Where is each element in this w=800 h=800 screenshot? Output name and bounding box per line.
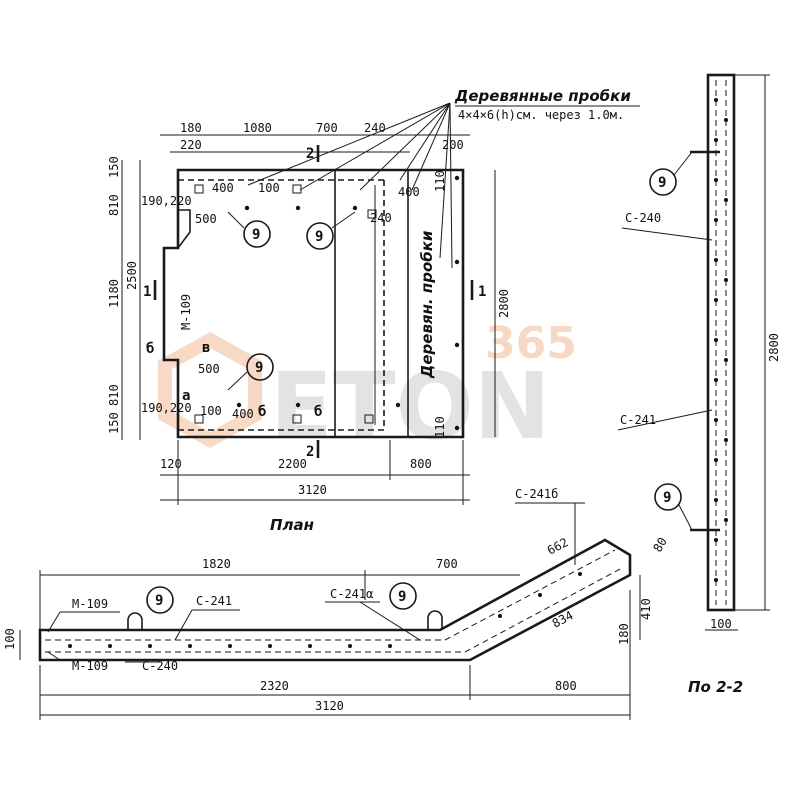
plan-view: 1 1 2 2 М-109 б в а б б Деревян. пробки …	[107, 121, 511, 534]
svg-text:180: 180	[617, 623, 631, 645]
section-m109-top: М-109	[72, 597, 108, 611]
svg-text:834: 834	[550, 608, 576, 631]
plan-plugs	[194, 184, 377, 424]
section-callout-9-b: 9	[389, 582, 417, 610]
section-dims: 1820 700 662 80 834 410 180 100 2320 800…	[3, 535, 670, 720]
svg-text:240: 240	[370, 211, 392, 225]
plan-m109-label: М-109	[179, 294, 193, 330]
plan-vertical-note: Деревян. пробки	[418, 230, 436, 379]
svg-text:500: 500	[198, 362, 220, 376]
section-2-2-c240: С-240	[625, 211, 661, 225]
svg-text:80: 80	[650, 535, 669, 555]
section-view: 9 9 М-109 С-241 М-109 С-240 С-241α С-241…	[3, 487, 670, 720]
svg-text:1820: 1820	[202, 557, 231, 571]
section-c241-label: С-241	[196, 594, 232, 608]
svg-text:110: 110	[433, 416, 447, 438]
plan-a-label: а	[182, 388, 190, 404]
section-callout-9-a: 9	[146, 586, 174, 614]
svg-text:110: 110	[433, 170, 447, 192]
svg-text:180: 180	[180, 121, 202, 135]
svg-text:500: 500	[195, 212, 217, 226]
svg-text:190,220: 190,220	[141, 401, 192, 415]
cut-1-left: 1	[143, 284, 151, 300]
note-leader-lines	[247, 102, 453, 269]
plan-bottom-dims: 120 2200 800 3120	[160, 440, 470, 505]
svg-text:400: 400	[232, 407, 254, 421]
watermark: ETON 365	[158, 318, 577, 460]
svg-text:100: 100	[3, 628, 17, 650]
section-2-2-callout-9-a: 9	[649, 151, 693, 196]
plan-top-dims: 180 1080 700 240 220 200	[160, 121, 470, 153]
svg-text:2200: 2200	[278, 457, 307, 471]
section-2-2-c241: С-241	[620, 413, 656, 427]
svg-text:2320: 2320	[260, 679, 289, 693]
svg-text:9: 9	[398, 589, 406, 605]
svg-text:150: 150	[107, 156, 121, 178]
section-2-2-callout-9-b: 9	[654, 483, 693, 531]
svg-text:400: 400	[398, 185, 420, 199]
svg-text:2500: 2500	[125, 261, 139, 290]
plan-dots	[236, 175, 460, 431]
svg-text:120: 120	[160, 457, 182, 471]
svg-text:200: 200	[442, 138, 464, 152]
section-c241a-label: С-241α	[330, 587, 373, 601]
watermark-number: 365	[485, 318, 577, 369]
plan-title: План	[270, 516, 314, 534]
section-c241b-label: С-241б	[515, 487, 558, 501]
section-c240-label: С-240	[142, 659, 178, 673]
section-2-2-view: 9 9 С-240 С-241 2800 100 По 2-2	[617, 73, 781, 696]
svg-text:9: 9	[315, 229, 323, 245]
svg-text:9: 9	[155, 593, 163, 609]
svg-text:190,220: 190,220	[141, 194, 192, 208]
svg-text:3120: 3120	[315, 699, 344, 713]
section-dots	[68, 572, 582, 648]
svg-text:240: 240	[364, 121, 386, 135]
cut-2-bottom: 2	[306, 444, 314, 460]
svg-text:2800: 2800	[767, 333, 781, 362]
plan-callout-9-c: 9	[227, 353, 274, 391]
section-2-2-dots	[714, 98, 728, 582]
note-subtitle: 4×4×6(h)см. через 1.0м.	[458, 108, 624, 122]
svg-text:150: 150	[107, 412, 121, 434]
svg-text:810: 810	[107, 384, 121, 406]
svg-text:9: 9	[663, 490, 671, 506]
svg-text:100: 100	[200, 404, 222, 418]
plan-b2-label: б	[314, 404, 322, 420]
plan-b-left: б	[146, 341, 154, 357]
svg-text:400: 400	[212, 181, 234, 195]
svg-text:100: 100	[710, 617, 732, 631]
svg-text:2800: 2800	[497, 289, 511, 318]
svg-text:662: 662	[545, 535, 571, 558]
plan-v-label: в	[202, 340, 210, 356]
svg-text:1180: 1180	[107, 279, 121, 308]
note-title: Деревянные пробки	[454, 87, 631, 105]
svg-text:220: 220	[180, 138, 202, 152]
cut-1-right: 1	[478, 284, 486, 300]
svg-text:3120: 3120	[298, 483, 327, 497]
svg-text:9: 9	[252, 227, 260, 243]
svg-text:410: 410	[639, 598, 653, 620]
svg-text:9: 9	[255, 360, 263, 376]
svg-text:700: 700	[316, 121, 338, 135]
plan-left-dims: 150 810 1180 810 150 2500 190,220 190,22…	[107, 156, 192, 440]
plan-callout-9-a: 9	[227, 211, 271, 248]
svg-text:810: 810	[107, 194, 121, 216]
cut-2-top: 2	[306, 146, 314, 162]
svg-text:9: 9	[658, 175, 666, 191]
section-2-2-title: По 2-2	[688, 678, 743, 696]
svg-text:700: 700	[436, 557, 458, 571]
watermark-hex-icon	[158, 331, 262, 449]
plan-callout-9-b: 9	[306, 211, 356, 250]
svg-text:1080: 1080	[243, 121, 272, 135]
svg-text:800: 800	[410, 457, 432, 471]
svg-text:800: 800	[555, 679, 577, 693]
plan-b-label: б	[258, 404, 266, 420]
section-m109-bottom: М-109	[72, 659, 108, 673]
svg-text:100: 100	[258, 181, 280, 195]
